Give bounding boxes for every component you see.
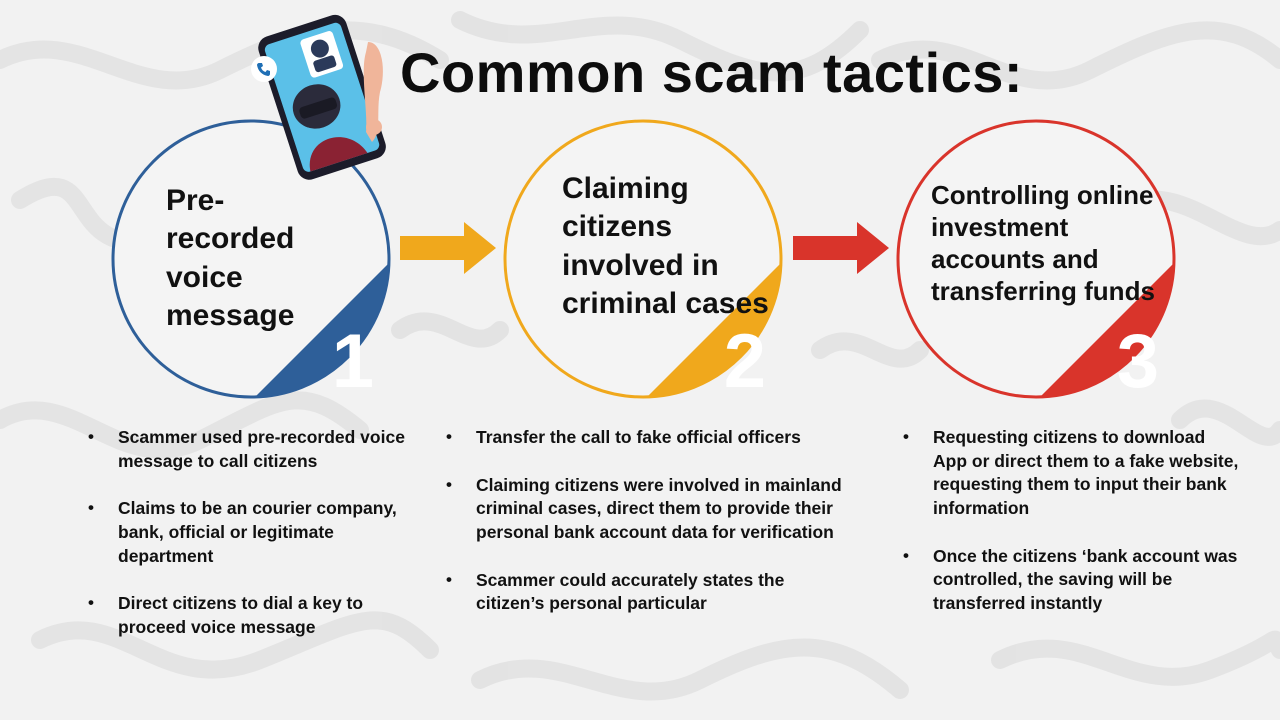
- step-2-card: Claiming citizens involved in criminal c…: [502, 118, 784, 400]
- step-1-number: 1: [331, 319, 374, 404]
- step-3-card: Controlling online investment accounts a…: [895, 118, 1177, 400]
- list-item: Scammer used pre-recorded voice message …: [88, 426, 428, 473]
- step-1-bullet-list: Scammer used pre-recorded voice message …: [88, 426, 428, 663]
- list-item: Scammer could accurately states the citi…: [446, 569, 856, 616]
- step-2-circle: [503, 119, 783, 399]
- step-1-circle: [111, 119, 391, 399]
- list-item: Direct citizens to dial a key to proceed…: [88, 592, 428, 639]
- list-item: Once the citizens ‘bank account was cont…: [903, 545, 1243, 616]
- step-2-bullet-list: Transfer the call to fake official offic…: [446, 426, 856, 640]
- list-item: Transfer the call to fake official offic…: [446, 426, 856, 450]
- arrow-right-icon: [793, 222, 889, 274]
- step-2-heading: Claiming citizens involved in criminal c…: [562, 172, 769, 321]
- phone-call-icon: [251, 56, 277, 82]
- list-item: Claims to be an courier company, bank, o…: [88, 497, 428, 568]
- step-3-heading: Controlling online investment accounts a…: [931, 180, 1155, 306]
- list-item: Requesting citizens to download App or d…: [903, 426, 1243, 521]
- list-item: Claiming citizens were involved in mainl…: [446, 474, 856, 545]
- step-3-bullet-list: Requesting citizens to download App or d…: [903, 426, 1243, 639]
- step-1-card: Pre-recorded voice message 1: [110, 118, 392, 400]
- step-1-heading: Pre-recorded voice message: [166, 184, 295, 333]
- step-2-number: 2: [723, 319, 766, 404]
- phone-scammer-illustration: [258, 14, 386, 180]
- step-3-circle: [896, 119, 1176, 399]
- step-3-number: 3: [1116, 319, 1159, 404]
- arrow-right-icon: [400, 222, 496, 274]
- page-title: Common scam tactics:: [400, 41, 1024, 104]
